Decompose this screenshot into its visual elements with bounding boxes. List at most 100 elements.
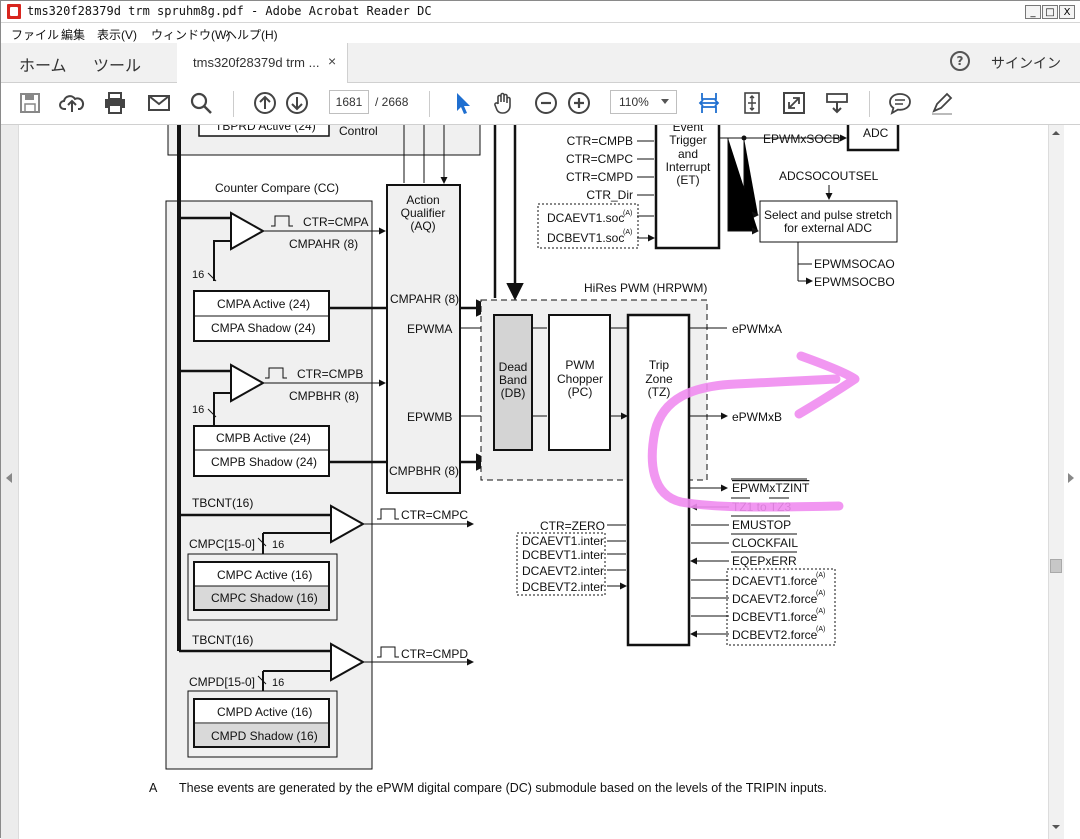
footnote-ref: (A)	[816, 626, 825, 633]
et-input: CTR=CMPD	[566, 170, 633, 184]
epwmxsocb-label: EPWMxSOCB	[763, 132, 840, 146]
aq-label-1: Action	[406, 193, 439, 207]
tz-label-2: Zone	[645, 372, 673, 386]
help-icon[interactable]: ?	[950, 51, 970, 71]
toolbar-separator	[869, 91, 870, 117]
epwm-block-diagram: TBPRD Active (24) Control Counter Compar…	[149, 119, 900, 795]
save-icon[interactable]	[17, 90, 43, 116]
et-label-5: (ET)	[676, 173, 699, 187]
page-number-input[interactable]: 1681	[329, 90, 369, 114]
hand-tool-icon[interactable]	[491, 90, 517, 116]
et-input: CTR=CMPC	[566, 152, 633, 166]
sign-in-button[interactable]: サインイン	[991, 55, 1061, 71]
expand-left-pane-icon[interactable]	[6, 473, 12, 483]
scroll-down-icon[interactable]	[1052, 823, 1060, 831]
aq-label-3: (AQ)	[410, 219, 435, 233]
cmpc-shadow-register: CMPC Shadow (16)	[211, 591, 318, 605]
fit-page-icon[interactable]	[739, 90, 765, 116]
adcsocoutsel-label: ADCSOCOUTSEL	[779, 169, 879, 183]
full-screen-icon[interactable]	[781, 90, 807, 116]
ctr-cmpc-label: CTR=CMPC	[401, 508, 468, 522]
search-icon[interactable]	[188, 90, 214, 116]
diagram-clip: TBPRD Active (24) Control Counter Compar…	[149, 119, 900, 795]
tz-input: EQEPxERR	[732, 554, 797, 568]
db-label-1: Dead	[499, 360, 528, 374]
email-icon[interactable]	[146, 90, 172, 116]
window-title: tms320f28379d trm spruhm8g.pdf - Adobe A…	[27, 4, 432, 18]
tab-tools[interactable]: ツール	[93, 58, 142, 75]
pc-label-1: PWM	[565, 358, 594, 372]
tz-input: EMUSTOP	[732, 518, 791, 532]
print-icon[interactable]	[102, 90, 128, 116]
cmpahr-label: CMPAHR (8)	[289, 237, 358, 251]
epwmsocao-label: EPWMSOCAO	[814, 257, 895, 271]
epwmxb-output: ePWMxB	[732, 410, 782, 424]
tz-input: DCAEVT1.inter	[522, 534, 604, 548]
page-total-count: / 2668	[375, 95, 409, 109]
next-page-icon[interactable]	[284, 90, 310, 116]
control-label: Control	[339, 124, 378, 138]
tz-force-input: DCAEVT2.force	[732, 592, 818, 606]
bus-width-label: 16	[272, 677, 284, 689]
footnote-text: These events are generated by the ePWM d…	[179, 781, 827, 795]
highlight-pen-icon[interactable]	[929, 90, 955, 116]
select-pulse-label-1: Select and pulse stretch	[764, 208, 892, 222]
scroll-up-icon[interactable]	[1052, 129, 1060, 137]
tab-home[interactable]: ホーム	[19, 58, 67, 75]
close-window-button[interactable]: X	[1059, 5, 1075, 19]
select-cursor-icon[interactable]	[449, 90, 475, 116]
cmpb-active-register: CMPB Active (24)	[216, 431, 311, 445]
expand-right-pane-icon[interactable]	[1068, 473, 1074, 483]
pink-annotation-arrowhead	[794, 351, 860, 419]
menu-window[interactable]: ウィンドウ(W)	[151, 28, 231, 42]
title-bar: tms320f28379d trm spruhm8g.pdf - Adobe A…	[1, 1, 1080, 23]
et-input: CTR=CMPB	[567, 134, 633, 148]
ctr-cmpa-label: CTR=CMPA	[303, 215, 368, 229]
tz-input: DCAEVT2.inter	[522, 564, 604, 578]
db-label-3: (DB)	[501, 386, 526, 400]
bus-width-label: 16	[192, 404, 204, 416]
footnote-ref: (A)	[623, 229, 632, 236]
et-input: CTR_Dir	[586, 188, 633, 202]
tz-input: DCBEVT2.inter	[522, 580, 604, 594]
cmpd-active-register: CMPD Active (16)	[217, 705, 312, 719]
menu-view[interactable]: 表示(V)	[97, 28, 137, 42]
cmpc-range-label: CMPC[15-0]	[189, 537, 255, 551]
comment-icon[interactable]	[887, 90, 913, 116]
zoom-out-icon[interactable]	[533, 90, 559, 116]
tbcnt-label: TBCNT(16)	[192, 496, 253, 510]
vertical-scrollbar[interactable]	[1048, 125, 1064, 839]
ctr-cmpb-label: CTR=CMPB	[297, 367, 363, 381]
toolbar-separator	[233, 91, 234, 117]
menu-edit[interactable]: 編集	[61, 28, 86, 42]
tab-document[interactable]: tms320f28379d trm ... ×	[177, 43, 348, 83]
tbprd-active-label: TBPRD Active (24)	[215, 119, 316, 133]
aq-label-2: Qualifier	[401, 206, 446, 220]
zoom-in-icon[interactable]	[566, 90, 592, 116]
tz-label-3: (TZ)	[648, 385, 671, 399]
close-tab-button[interactable]: ×	[328, 53, 337, 69]
bus-width-label: 16	[192, 269, 204, 281]
db-label-2: Band	[499, 373, 527, 387]
minimize-button[interactable]: _	[1025, 5, 1041, 19]
zoom-level-select[interactable]: 110%	[610, 90, 677, 114]
aq-epwmb-label: EPWMB	[407, 410, 452, 424]
menu-file[interactable]: ファイル	[11, 28, 60, 42]
fit-width-icon[interactable]	[696, 90, 722, 116]
cmpbhr-label: CMPBHR (8)	[289, 389, 359, 403]
cloud-upload-icon[interactable]	[59, 90, 85, 116]
epwmsocbo-label: EPWMSOCBO	[814, 275, 895, 289]
scroll-mode-icon[interactable]	[824, 90, 850, 116]
tz-input: CLOCKFAIL	[732, 536, 798, 550]
previous-page-icon[interactable]	[252, 90, 278, 116]
scrollbar-thumb[interactable]	[1050, 559, 1062, 573]
pc-label-2: Chopper	[557, 372, 603, 386]
tz-input: CTR=ZERO	[540, 519, 605, 533]
footnote-marker: A	[149, 781, 158, 795]
maximize-button[interactable]: □	[1042, 5, 1058, 19]
chevron-down-icon[interactable]	[661, 99, 669, 104]
menu-help[interactable]: ヘルプ(H)	[225, 28, 278, 42]
pc-label-3: (PC)	[568, 385, 593, 399]
tz-force-input: DCBEVT1.force	[732, 610, 818, 624]
